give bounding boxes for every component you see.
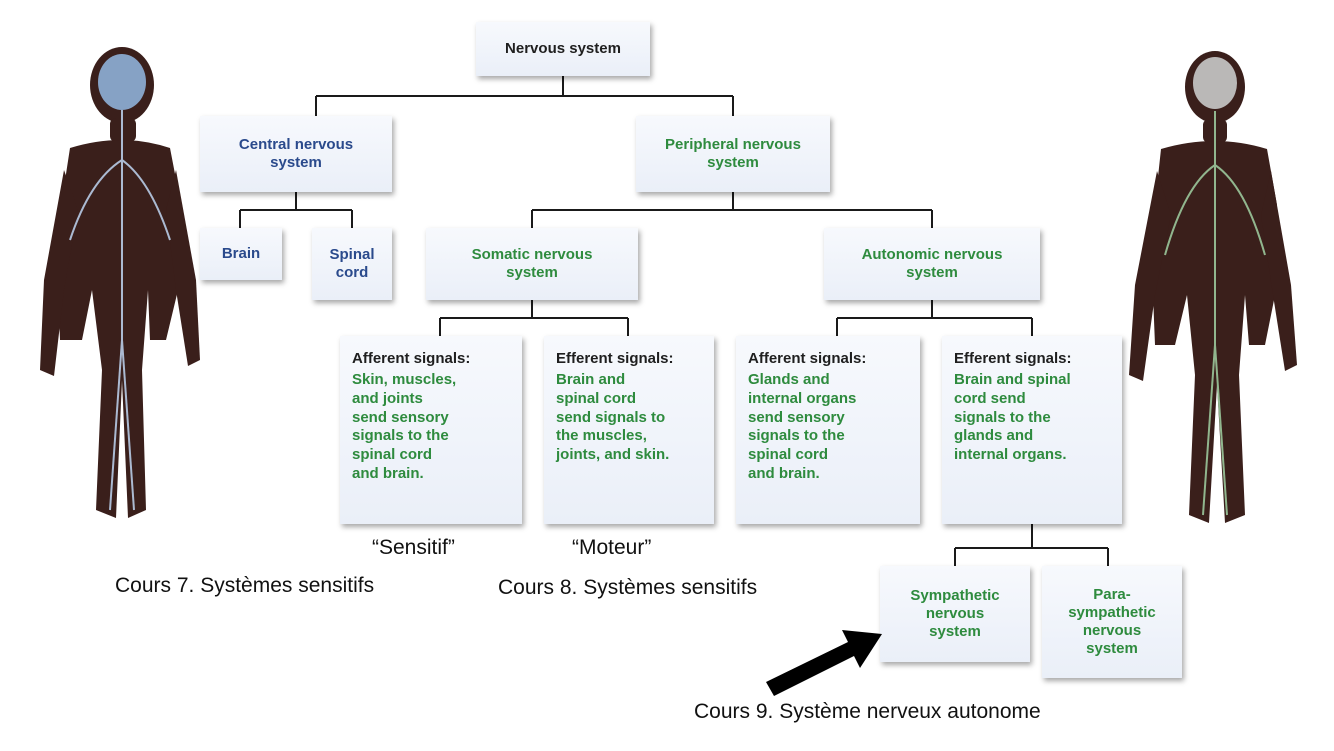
node-autonomic-nervous-system: Autonomic nervous system <box>824 228 1040 300</box>
caption-moteur: “Moteur” <box>572 536 652 559</box>
caption-sensitif: “Sensitif” <box>372 536 455 559</box>
caption-cours-8: Cours 8. Systèmes sensitifs <box>498 576 758 599</box>
node-peripheral-nervous-system: Peripheral nervous system <box>636 116 830 192</box>
detail-somatic-afferent: Afferent signals: Skin, muscles, and joi… <box>340 336 522 524</box>
caption-cours-7: Cours 7. Systèmes sensitifs <box>115 574 375 597</box>
detail-somatic-efferent: Efferent signals: Brain and spinal cord … <box>544 336 714 524</box>
node-spinal-cord: Spinal cord <box>312 228 392 300</box>
node-parasympathetic-nervous-system: Para- sympathetic nervous system <box>1042 566 1182 678</box>
node-sympathetic-nervous-system: Sympathetic nervous system <box>880 566 1030 662</box>
detail-autonomic-afferent: Afferent signals: Glands and internal or… <box>736 336 920 524</box>
node-central-nervous-system: Central nervous system <box>200 116 392 192</box>
node-nervous-system: Nervous system <box>476 22 650 76</box>
human-body-cns-icon <box>40 47 200 518</box>
human-body-pns-icon <box>1129 51 1297 523</box>
node-somatic-nervous-system: Somatic nervous system <box>426 228 638 300</box>
node-brain: Brain <box>200 228 282 280</box>
detail-autonomic-efferent: Efferent signals: Brain and spinal cord … <box>942 336 1122 524</box>
caption-cours-9: Cours 9. Système nerveux autonome <box>694 700 1041 723</box>
pointer-arrow-icon <box>766 630 882 696</box>
